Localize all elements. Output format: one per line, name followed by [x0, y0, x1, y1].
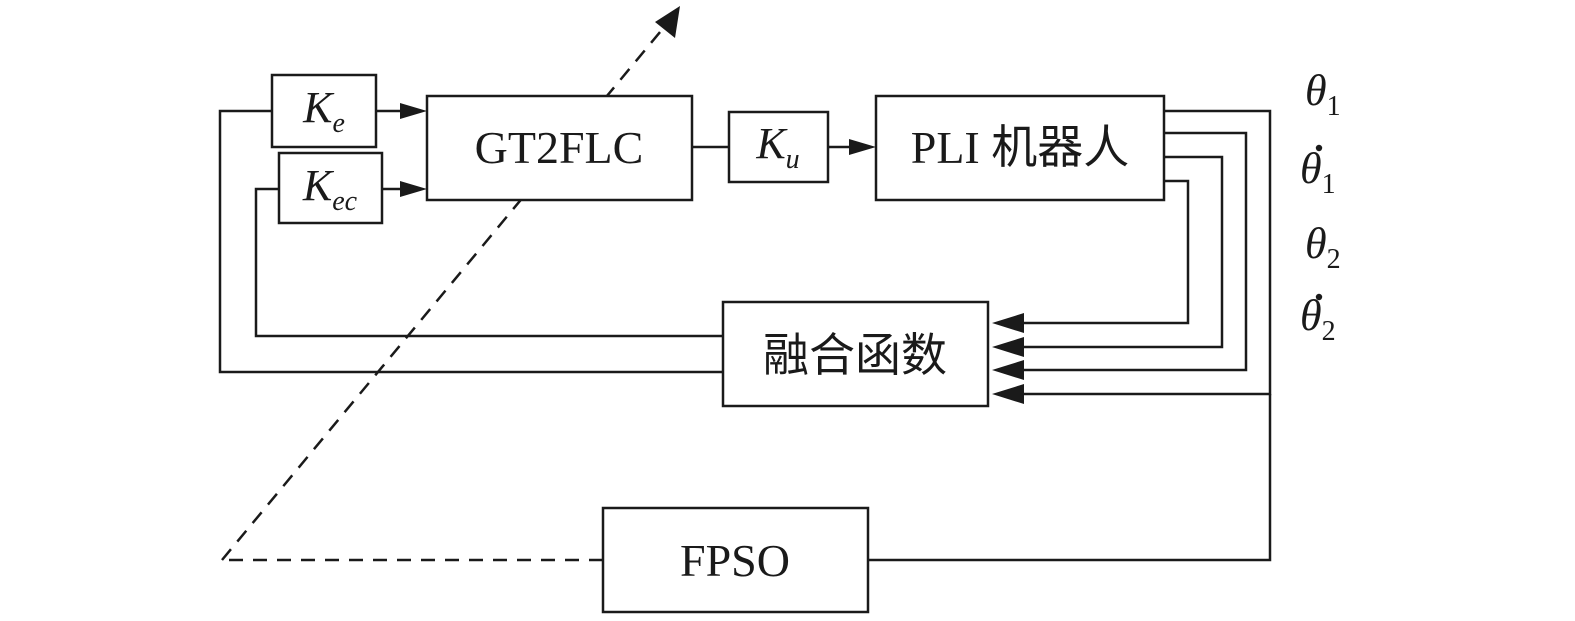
feedback-line-error [218, 109, 723, 374]
svg-text:θ2: θ2 [1300, 291, 1336, 347]
signal-label-theta1: θ1 [1305, 66, 1341, 122]
ku-gain-symbol: K [755, 119, 788, 168]
signal-subscript: 2 [1322, 316, 1336, 347]
derivative-dot-icon [1315, 144, 1323, 152]
svg-text:θ1: θ1 [1300, 144, 1336, 200]
kec-arrow-icon [400, 181, 427, 197]
feedback-line-error-change [254, 187, 723, 338]
signal-symbol: θ [1300, 291, 1322, 340]
svg-text:θ2: θ2 [1305, 219, 1341, 275]
ku-arrow-icon [849, 139, 876, 155]
output-line-theta2-dot [1022, 179, 1190, 325]
kec-gain-symbol: K [302, 161, 335, 210]
plant-block: PLI 机器人 [874, 94, 1166, 202]
ku-gain-subscript: u [786, 144, 800, 175]
fusion-function-block: 融合函数 [721, 300, 990, 408]
signal-subscript: 2 [1327, 244, 1341, 275]
ke-gain-block: Ke [270, 73, 378, 149]
signal-subscript: 1 [1327, 91, 1341, 122]
output-line-theta1 [1022, 109, 1272, 396]
ke-arrow-icon [400, 103, 427, 119]
signal-symbol: θ [1300, 144, 1322, 193]
signal-subscript: 1 [1322, 169, 1336, 200]
ku-gain-block: Ku [727, 110, 830, 184]
optimizer-label: FPSO [680, 535, 790, 586]
fusion-input-arrow-icon [992, 313, 1024, 333]
controller-label: GT2FLC [475, 122, 644, 173]
ke-gain-subscript: e [332, 108, 344, 139]
signal-symbol: θ [1305, 219, 1327, 268]
controller-block: GT2FLC [425, 94, 694, 202]
signal-label-theta2-dot: θ2 [1300, 291, 1336, 347]
output-line-theta1-dot [1022, 131, 1248, 372]
kec-gain-subscript: ec [332, 186, 357, 217]
tuning-arrow-head-icon [655, 6, 680, 38]
signal-label-theta2: θ2 [1305, 219, 1341, 275]
svg-text:θ1: θ1 [1305, 66, 1341, 122]
derivative-dot-icon [1315, 293, 1323, 301]
signal-symbol: θ [1305, 66, 1327, 115]
signal-label-theta1-dot: θ1 [1300, 144, 1336, 200]
ke-gain-symbol: K [302, 83, 335, 132]
kec-gain-block: Kec [277, 151, 384, 225]
fusion-input-arrow-icon [992, 384, 1024, 404]
fusion-function-label: 融合函数 [763, 330, 947, 381]
plant-label: PLI 机器人 [911, 122, 1130, 173]
svg-text:Ku: Ku [755, 119, 799, 175]
output-line-theta2 [1022, 155, 1224, 349]
svg-text:Ke: Ke [302, 83, 345, 139]
svg-text:Kec: Kec [302, 161, 358, 217]
plant-to-fpso-line [868, 394, 1272, 562]
optimizer-block: FPSO [601, 506, 870, 614]
fusion-input-arrow-icon [992, 360, 1024, 380]
fusion-input-arrow-icon [992, 337, 1024, 357]
